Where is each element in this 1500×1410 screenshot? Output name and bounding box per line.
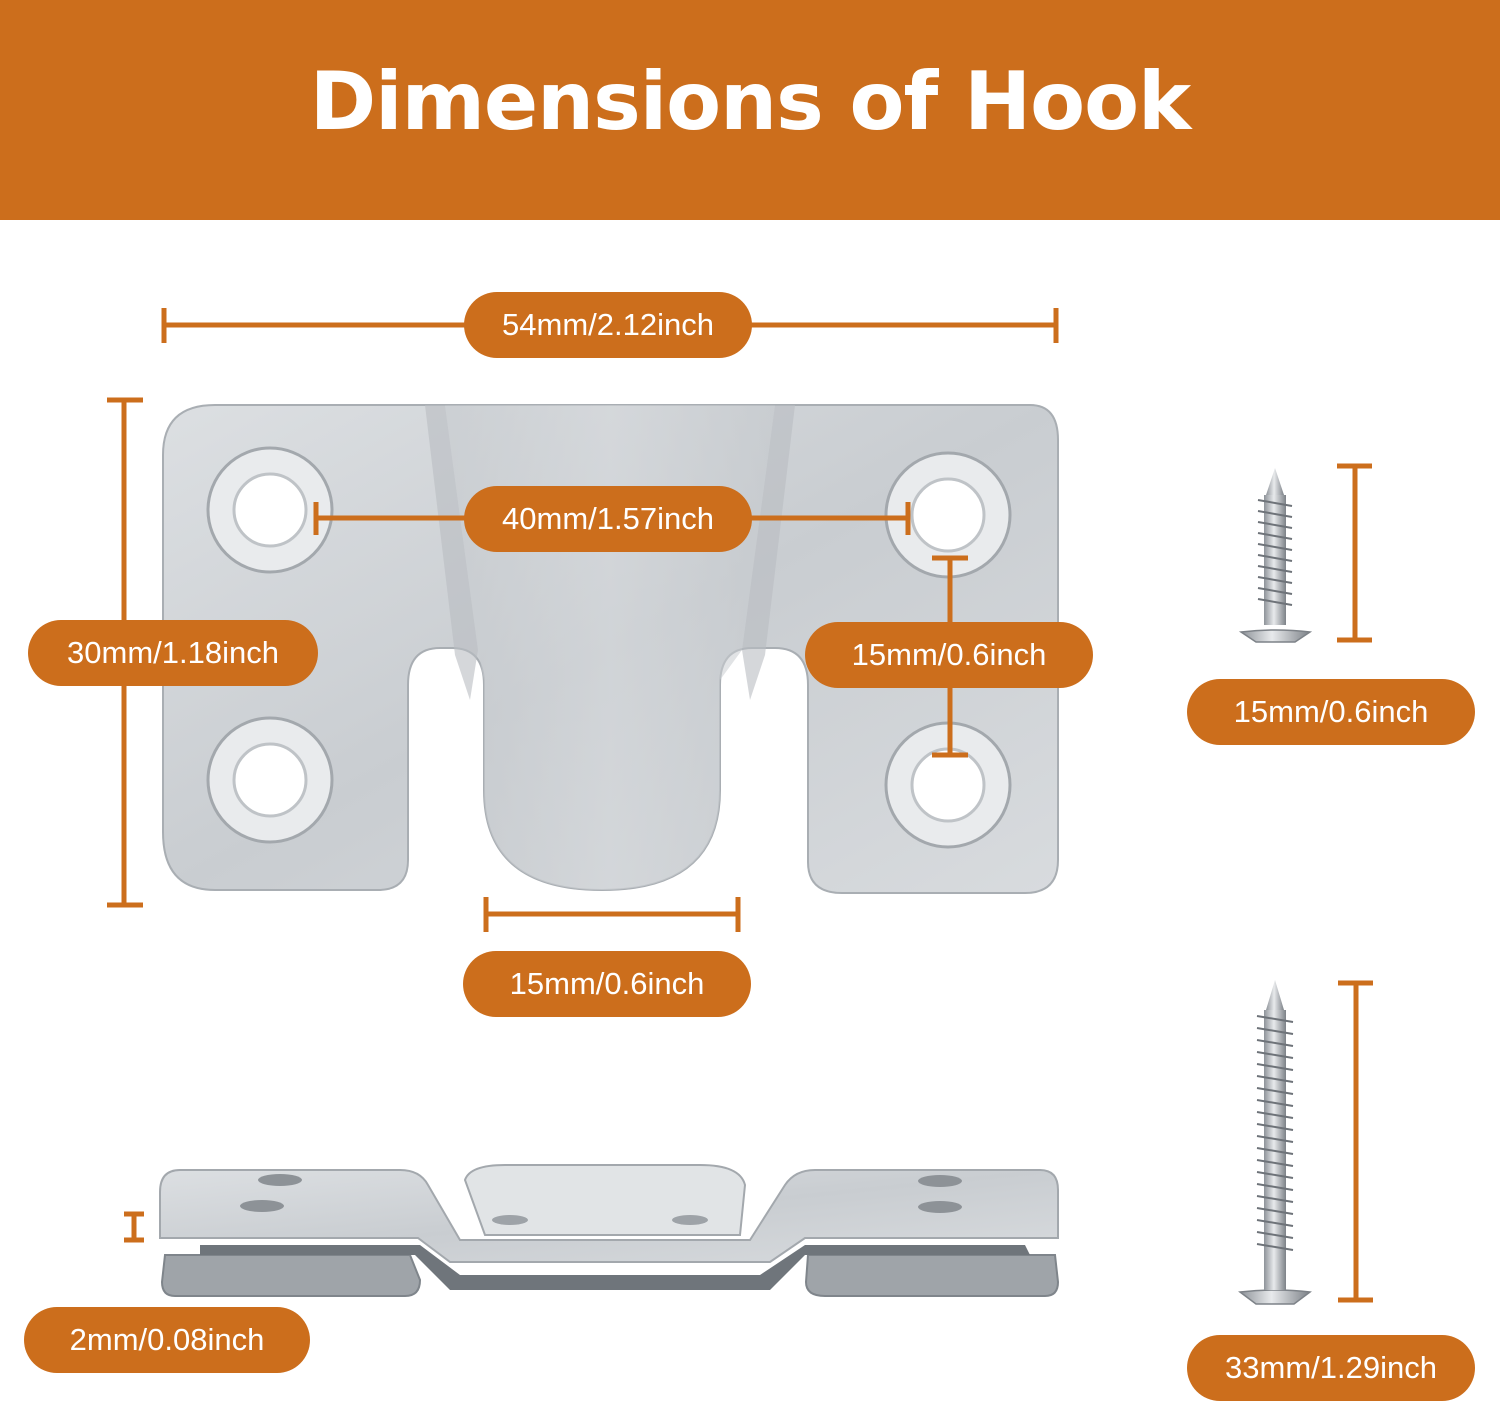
screw-hole-bottom-right (884, 721, 1012, 849)
thickness-label: 2mm/0.08inch (24, 1307, 310, 1373)
short-screw-label: 15mm/0.6inch (1187, 679, 1475, 745)
hole-spacing-label: 40mm/1.57inch (464, 486, 752, 552)
page-title: Dimensions of Hook (309, 55, 1192, 148)
short-screw-image (1238, 468, 1313, 643)
height-label: 30mm/1.18inch (28, 620, 318, 686)
long-screw-dimension-line (1338, 980, 1373, 1303)
thickness-dimension-line (124, 1211, 144, 1243)
width-label: 54mm/2.12inch (464, 292, 752, 358)
screw-hole-bottom-left (206, 716, 334, 844)
long-screw-image (1238, 980, 1312, 1305)
short-screw-dimension-line (1337, 463, 1372, 643)
hole-vertical-label: 15mm/0.6inch (805, 622, 1093, 688)
slot-width-dimension-line (483, 897, 741, 932)
screw-hole-top-right (884, 451, 1012, 579)
hook-bracket-side-view (159, 1164, 1060, 1297)
slot-width-label: 15mm/0.6inch (463, 951, 751, 1017)
title-banner: Dimensions of Hook (0, 0, 1500, 220)
screw-hole-top-left (206, 446, 334, 574)
long-screw-label: 33mm/1.29inch (1187, 1335, 1475, 1401)
